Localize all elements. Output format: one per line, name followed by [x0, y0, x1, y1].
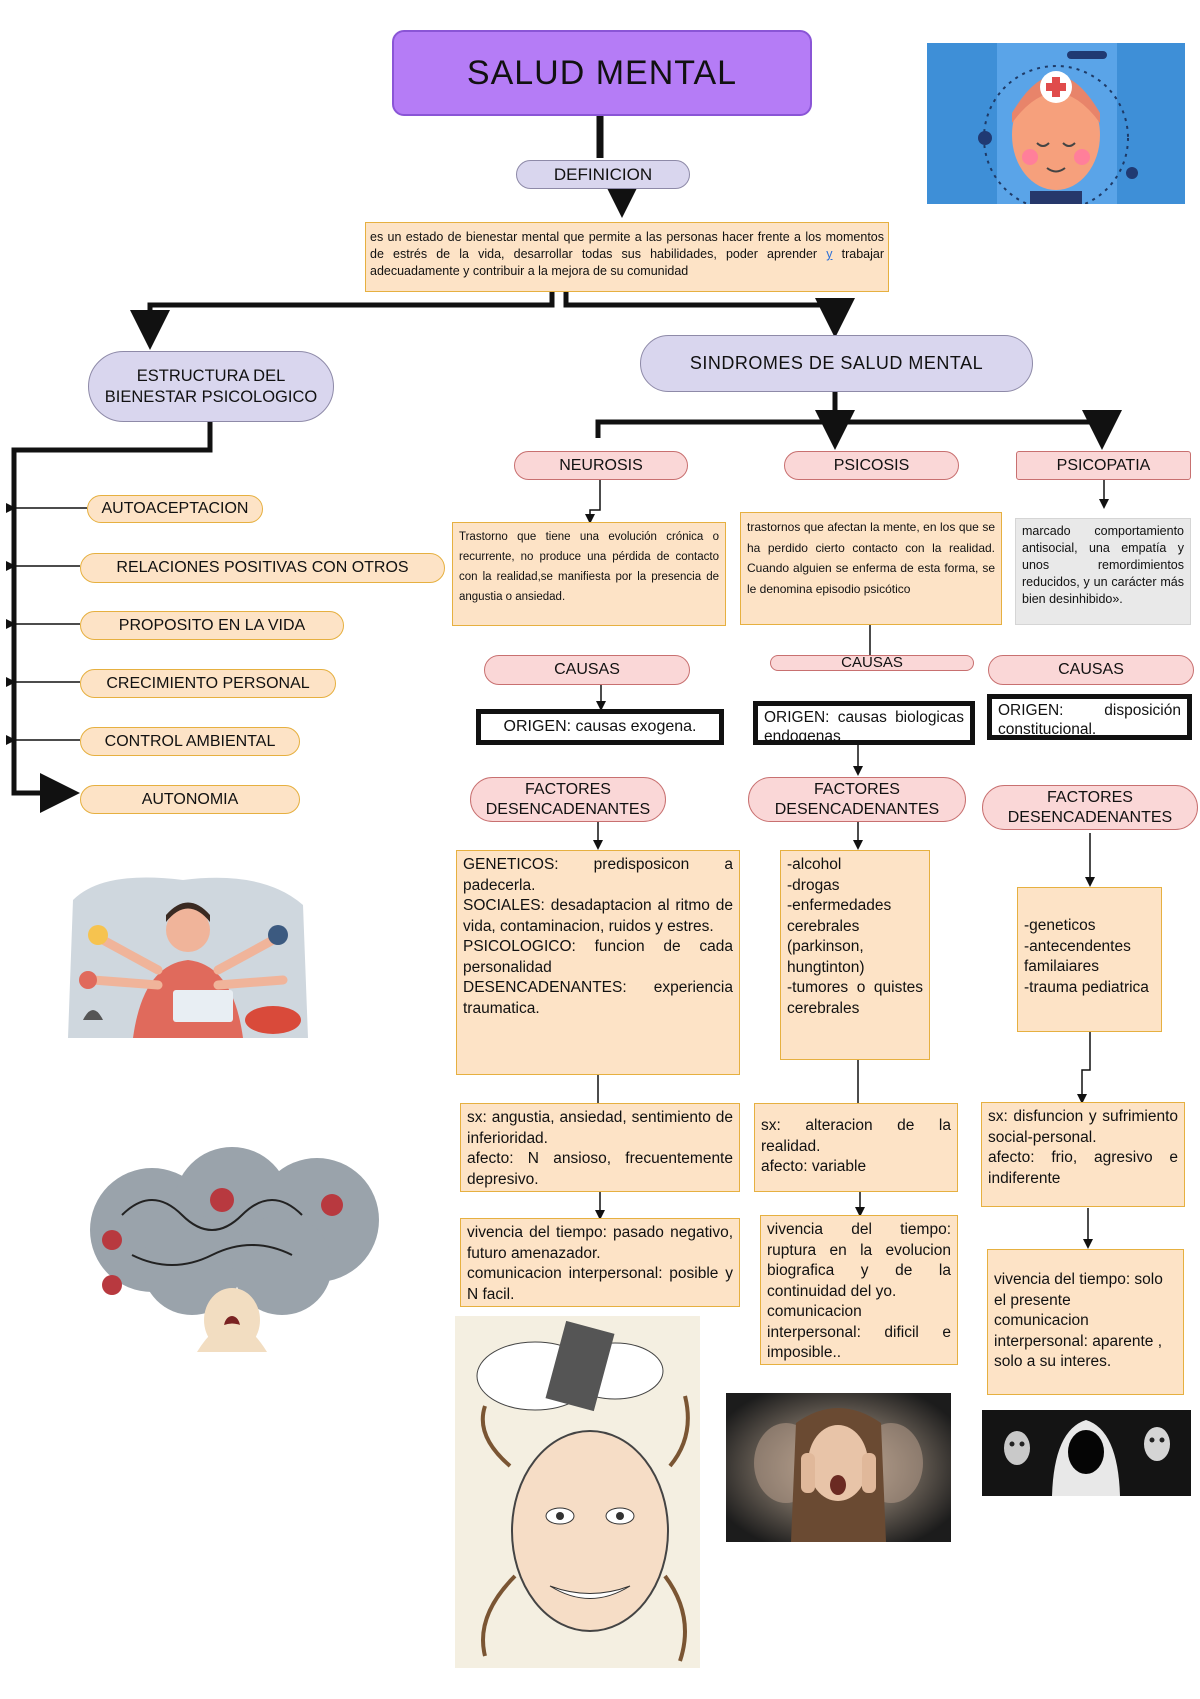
estructura-item-autoaceptacion: AUTOACEPTACION [87, 495, 263, 523]
psicosis-vivencia: vivencia del tiempo: ruptura en la evolu… [760, 1215, 958, 1365]
woman-combing-thoughts-drawing [455, 1316, 700, 1668]
main-title: SALUD MENTAL [392, 30, 812, 116]
stressed-cloud-image [82, 1145, 387, 1352]
neurosis-factores-text: GENETICOS: predisposicon a padecerla. SO… [456, 850, 740, 1075]
neurosis-sx: sx: angustia, ansiedad, sentimiento de i… [460, 1103, 740, 1192]
neurosis-factores: FACTORES DESENCADENANTES [470, 777, 666, 822]
estructura-item-control: CONTROL AMBIENTAL [80, 727, 300, 756]
multitasking-man-illustration [68, 877, 308, 1038]
multitasking-man-image [63, 870, 313, 1038]
distressed-girl-image [726, 1393, 951, 1542]
psicopatia-label: PSICOPATIA [1016, 451, 1191, 480]
psicosis-causas: CAUSAS [770, 655, 974, 671]
psicosis-origen: ORIGEN: causas biologicas endogenas [753, 701, 975, 745]
hooded-figure-image [982, 1410, 1191, 1496]
neurosis-origen: ORIGEN: causas exogena. [476, 709, 724, 745]
neurosis-vivencia: vivencia del tiempo: pasado negativo, fu… [460, 1218, 740, 1307]
sindromes-title: SINDROMES DE SALUD MENTAL [640, 335, 1033, 392]
psicopatia-factores-text: -geneticos -antecendentes familaiares -t… [1017, 887, 1162, 1032]
definicion-label: DEFINICION [516, 160, 690, 189]
psicopatia-sx: sx: disfuncion y sufrimiento social-pers… [981, 1102, 1185, 1207]
estructura-item-proposito: PROPOSITO EN LA VIDA [80, 611, 344, 640]
psicosis-factores-text: -alcohol -drogas -enfermedades cerebrale… [780, 850, 930, 1060]
neurosis-label: NEUROSIS [514, 451, 688, 480]
mental-health-head-icon [927, 43, 1185, 204]
neurosis-causas: CAUSAS [484, 655, 690, 685]
definicion-text-a: es un estado de bienestar mental que per… [370, 230, 884, 261]
neurosis-definition: Trastorno que tiene una evolución crónic… [452, 522, 726, 626]
distressed-girl-photo [726, 1393, 951, 1542]
hooded-figure-masks-photo [982, 1410, 1191, 1496]
woman-combing-image [455, 1316, 700, 1668]
psicopatia-vivencia: vivencia del tiempo: solo el presente co… [987, 1249, 1184, 1395]
estructura-item-autonomia: AUTONOMIA [80, 785, 300, 814]
mental-health-head-image [927, 43, 1185, 204]
definicion-text-y: y [826, 247, 833, 261]
psicopatia-causas: CAUSAS [988, 655, 1194, 685]
psicopatia-origen: ORIGEN: disposición constitucional. [987, 694, 1192, 740]
definicion-text-b: trabajar adecuadamente y contribuir a la… [370, 247, 884, 278]
psicosis-factores: FACTORES DESENCADENANTES [748, 777, 966, 822]
stressed-person-cloud-illustration [90, 1147, 379, 1352]
psicosis-definition: trastornos que afectan la mente, en los … [740, 512, 1002, 625]
estructura-item-relaciones: RELACIONES POSITIVAS CON OTROS [80, 553, 445, 583]
psicopatia-definition: marcado comportamiento antisocial, una e… [1015, 518, 1191, 625]
psicosis-sx: sx: alteracion de la realidad. afecto: v… [754, 1103, 958, 1192]
definicion-text: es un estado de bienestar mental que per… [365, 222, 889, 292]
psicosis-label: PSICOSIS [784, 451, 959, 480]
estructura-title: ESTRUCTURA DEL BIENESTAR PSICOLOGICO [88, 351, 334, 422]
psicopatia-factores: FACTORES DESENCADENANTES [982, 785, 1198, 830]
estructura-item-crecimiento: CRECIMIENTO PERSONAL [80, 669, 336, 698]
